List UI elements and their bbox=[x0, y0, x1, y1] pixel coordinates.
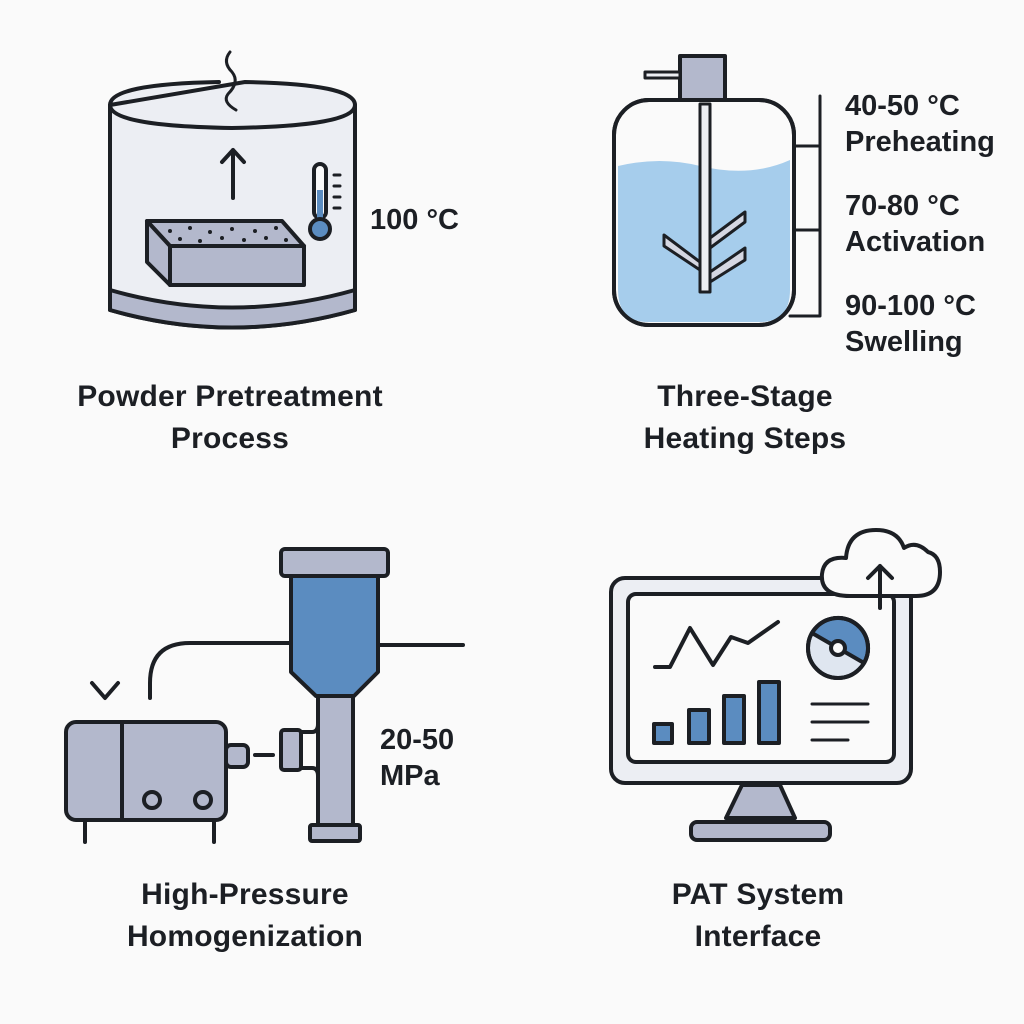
pressure-unit: MPa bbox=[380, 760, 440, 792]
pie-chart-icon bbox=[806, 615, 870, 680]
stage-1-name: Preheating bbox=[845, 126, 995, 158]
pressure-value: 20-50 bbox=[380, 724, 455, 756]
heating-tank-icon bbox=[612, 54, 822, 327]
up-arrow-icon bbox=[220, 148, 246, 200]
pretreatment-title: Powder Pretreatment Process bbox=[30, 376, 430, 460]
pat-title-line2: Interface bbox=[694, 920, 822, 953]
stage-2-name: Activation bbox=[845, 226, 986, 258]
thermometer-icon bbox=[308, 162, 342, 241]
cloud-upload-icon bbox=[819, 528, 942, 610]
pretreatment-vessel-icon bbox=[108, 50, 357, 330]
powder-block-icon bbox=[145, 219, 306, 287]
stage-3-range: 90-100 °C bbox=[845, 290, 976, 322]
pat-monitor-icon bbox=[609, 528, 942, 842]
pat-title-line1: PAT System bbox=[671, 878, 845, 911]
stage-2-range: 70-80 °C bbox=[845, 190, 960, 222]
heating-stage-1: 40-50 °C Preheating bbox=[845, 88, 995, 160]
heating-stage-3: 90-100 °C Swelling bbox=[845, 288, 976, 360]
heating-stage-2: 70-80 °C Activation bbox=[845, 188, 985, 260]
pretreatment-temperature: 100 °C bbox=[370, 204, 459, 236]
stage-1-range: 40-50 °C bbox=[845, 90, 960, 122]
heating-title-line1: Three-Stage bbox=[657, 380, 833, 413]
pat-title: PAT System Interface bbox=[558, 874, 958, 958]
bar-chart-icon bbox=[652, 680, 781, 745]
homogenization-pressure: 20-50 MPa bbox=[380, 722, 454, 794]
homogenization-title-line1: High-Pressure bbox=[141, 878, 349, 911]
heating-title: Three-Stage Heating Steps bbox=[545, 376, 945, 460]
pretreatment-title-line2: Process bbox=[170, 422, 290, 455]
homogenization-title-line2: Homogenization bbox=[126, 920, 364, 953]
line-chart-icon bbox=[653, 620, 780, 669]
homogenization-title: High-Pressure Homogenization bbox=[45, 874, 445, 958]
stage-3-name: Swelling bbox=[845, 326, 963, 358]
homogenizer-icon bbox=[64, 547, 465, 844]
pretreatment-title-line1: Powder Pretreatment bbox=[77, 380, 383, 413]
heating-title-line2: Heating Steps bbox=[643, 422, 847, 455]
